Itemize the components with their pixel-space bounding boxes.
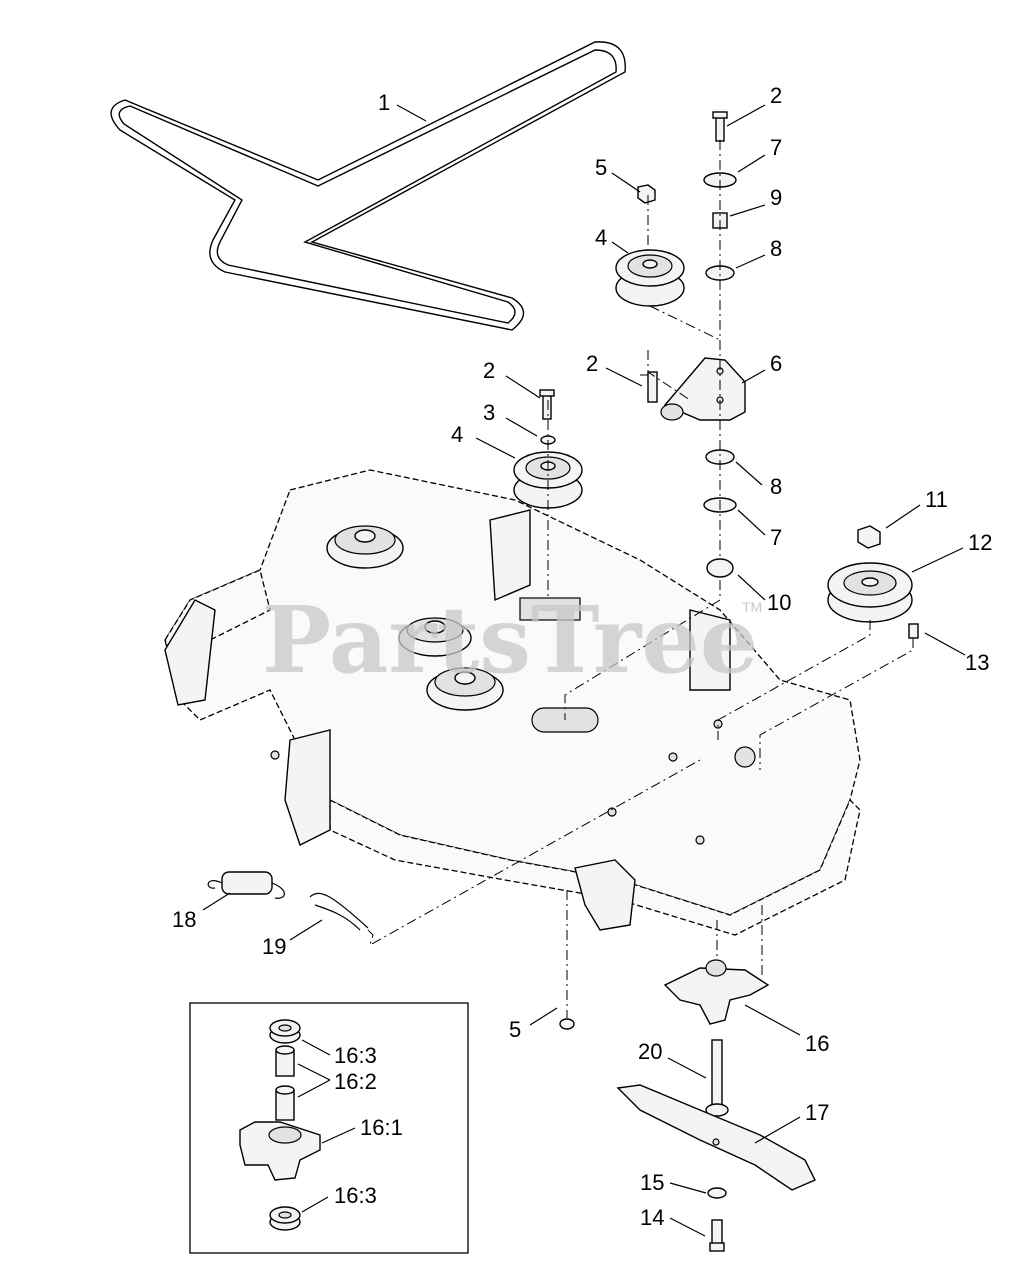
callout-18: 18 bbox=[172, 907, 196, 932]
spindle-inset bbox=[189, 1002, 469, 1254]
callout-14: 14 bbox=[640, 1205, 664, 1230]
drive-belt bbox=[110, 41, 626, 331]
spindle-shaft-20 bbox=[705, 1039, 729, 1117]
bearing-16-3-top bbox=[269, 1019, 301, 1044]
callout-2-pivot: 2 bbox=[586, 351, 598, 376]
callout-16: 16 bbox=[805, 1031, 829, 1056]
callout-5-top: 5 bbox=[595, 155, 607, 180]
callout-4-middle: 4 bbox=[451, 422, 463, 447]
deck-idler-pulley bbox=[398, 617, 472, 657]
callout-15: 15 bbox=[640, 1170, 664, 1195]
deck-spindle-pulley-left bbox=[326, 525, 404, 569]
watermark-trademark: TM bbox=[742, 599, 762, 615]
callout-16-2: 16:2 bbox=[334, 1069, 377, 1094]
callout-16-3-top: 16:3 bbox=[334, 1043, 377, 1068]
callout-20: 20 bbox=[638, 1039, 662, 1064]
mower-deck bbox=[164, 469, 861, 936]
hex-nut-5-top bbox=[637, 184, 656, 204]
idler-pulley-4-top bbox=[615, 249, 685, 307]
spindle-pulley-12 bbox=[827, 562, 913, 623]
callout-5-bottom: 5 bbox=[509, 1017, 521, 1042]
bolt-13 bbox=[908, 623, 919, 639]
leader-lines bbox=[202, 104, 966, 1237]
callout-2-middle: 2 bbox=[483, 358, 495, 383]
callout-13: 13 bbox=[965, 650, 989, 675]
spacer-16-2-a bbox=[275, 1045, 295, 1077]
idler-arm-6 bbox=[660, 357, 746, 421]
extension-spring-18 bbox=[207, 871, 285, 899]
callout-8-top: 8 bbox=[770, 236, 782, 261]
spacer-16-2-b bbox=[275, 1085, 295, 1121]
callout-2-top: 2 bbox=[770, 83, 782, 108]
hex-nut-11 bbox=[857, 525, 881, 549]
pivot-bolt-2 bbox=[647, 371, 658, 403]
bolt-14 bbox=[709, 1219, 725, 1252]
housing-16-1 bbox=[239, 1121, 321, 1181]
hex-nut-5-bottom bbox=[559, 1018, 575, 1030]
callout-7-bottom: 7 bbox=[770, 525, 782, 550]
callout-12: 12 bbox=[968, 530, 992, 555]
callout-17: 17 bbox=[805, 1100, 829, 1125]
callout-16-3-bottom: 16:3 bbox=[334, 1183, 377, 1208]
idler-bolt-2-top bbox=[712, 111, 728, 142]
callout-11: 11 bbox=[925, 487, 948, 512]
callout-16-1: 16:1 bbox=[360, 1115, 403, 1140]
callout-4-top: 4 bbox=[595, 225, 607, 250]
hairpin-clip-19 bbox=[309, 892, 369, 931]
callout-3: 3 bbox=[483, 400, 495, 425]
callout-7-top: 7 bbox=[770, 135, 782, 160]
callout-labels: 1 2 7 5 9 4 8 2 6 2 3 4 8 11 7 12 10 13 … bbox=[172, 83, 992, 1230]
idler-bolt-2-middle bbox=[539, 389, 555, 420]
watermark-text: PartsTree bbox=[262, 586, 758, 694]
callout-19: 19 bbox=[262, 934, 286, 959]
callout-1: 1 bbox=[378, 90, 390, 115]
washer-15 bbox=[707, 1187, 727, 1199]
callout-10: 10 bbox=[767, 590, 791, 615]
deck-spindle-pulley-center bbox=[426, 667, 504, 711]
callout-6: 6 bbox=[770, 351, 782, 376]
blade-17 bbox=[616, 1084, 816, 1191]
spacer-10 bbox=[706, 558, 734, 578]
callout-9: 9 bbox=[770, 185, 782, 210]
assembly-lines bbox=[367, 140, 914, 1018]
bearing-16-3-bottom bbox=[269, 1206, 301, 1231]
spindle-housing-16 bbox=[663, 959, 770, 1025]
callout-8-bottom: 8 bbox=[770, 474, 782, 499]
